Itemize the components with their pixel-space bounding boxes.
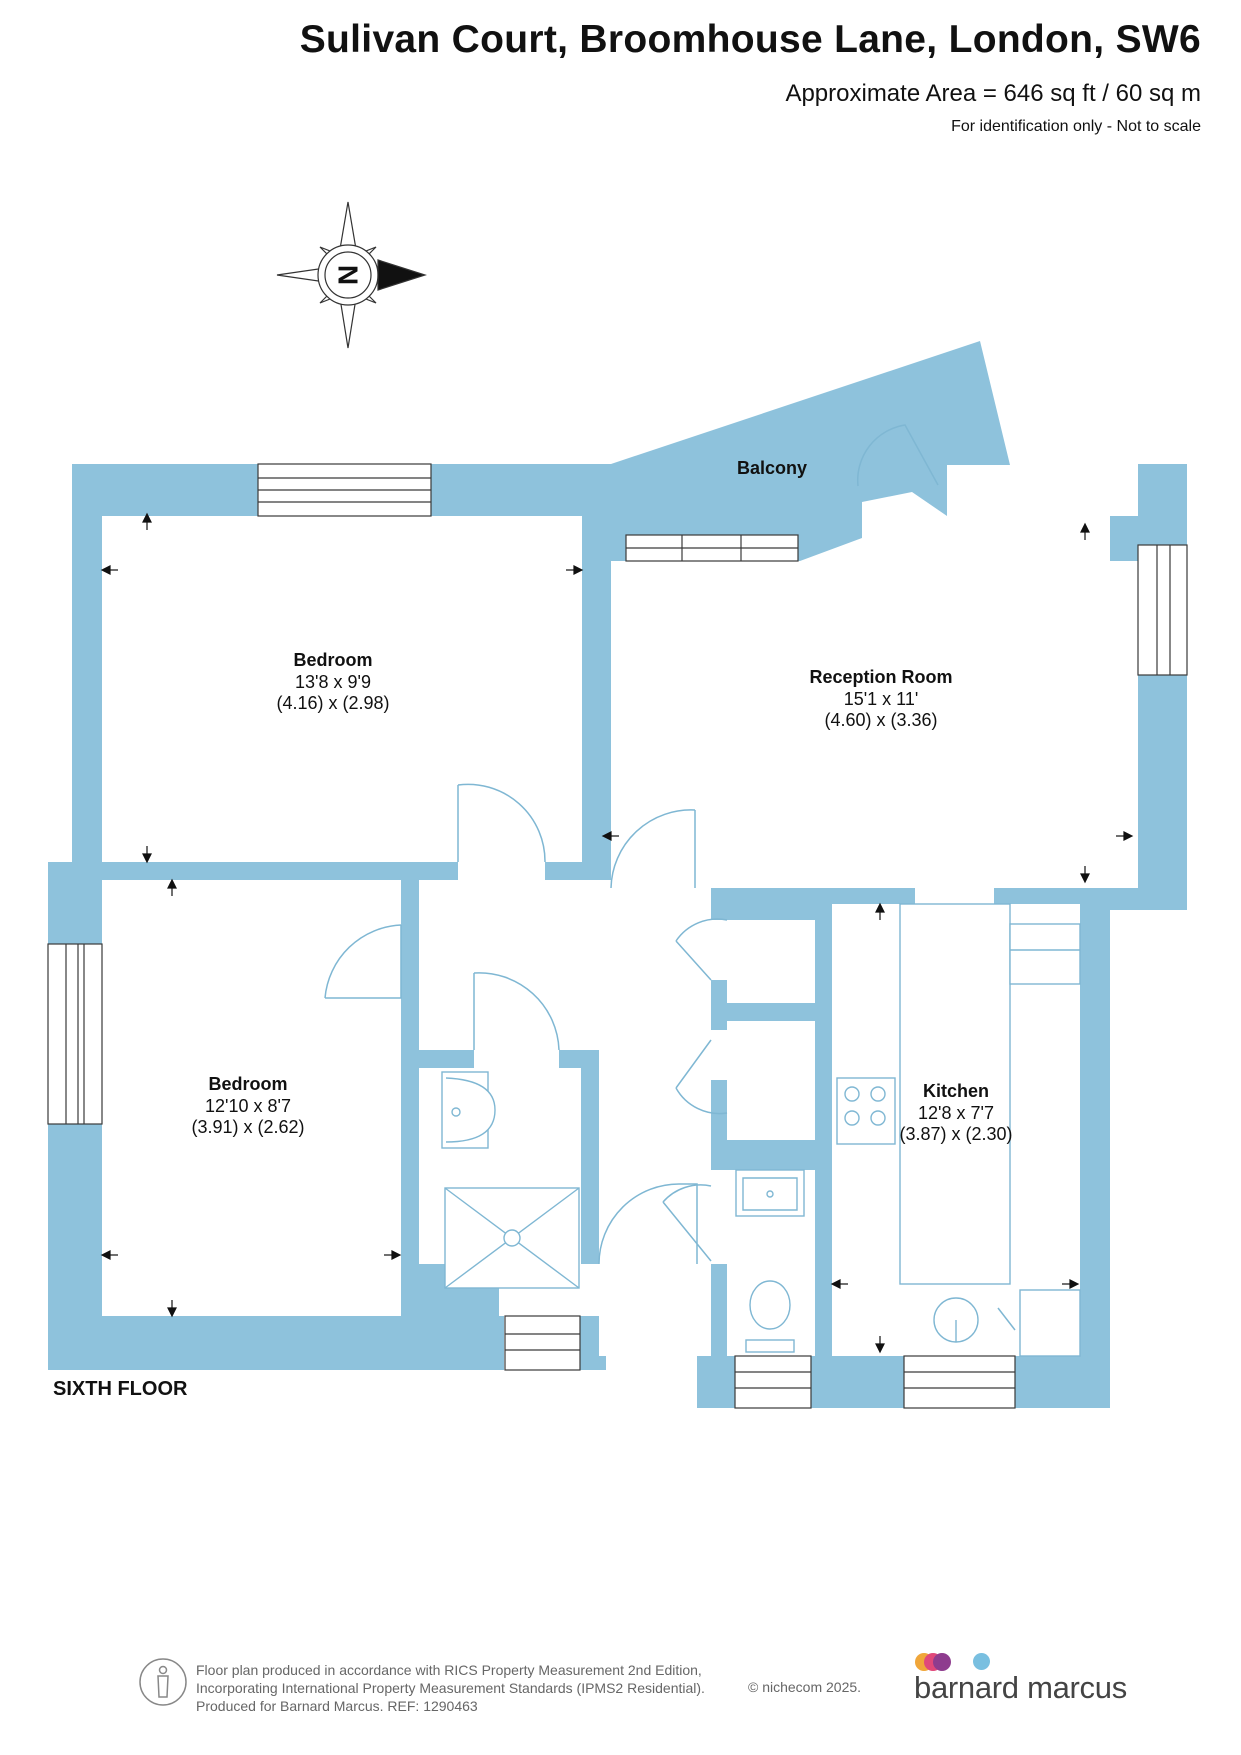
reception-imperial: 15'1 x 11' <box>844 689 919 709</box>
reception-name: Reception Room <box>809 667 952 687</box>
copyright: © nichecom 2025. <box>748 1679 862 1695</box>
brand-dot <box>933 1653 951 1671</box>
bedroom2-name: Bedroom <box>208 1074 287 1094</box>
approximate-area: Approximate Area = 646 sq ft / 60 sq m <box>785 80 1201 107</box>
scale-note: For identification only - Not to scale <box>951 118 1201 135</box>
compass-icon: N <box>276 201 427 349</box>
person-icon <box>139 1658 187 1706</box>
compass-north-label: N <box>333 265 364 285</box>
rics-statement: Floor plan produced in accordance with R… <box>196 1661 705 1715</box>
bedroom1-metric: (4.16) x (2.98) <box>276 693 389 713</box>
property-address: Sulivan Court, Broomhouse Lane, London, … <box>299 18 1201 61</box>
doors <box>324 424 1016 1331</box>
kitchen-name: Kitchen <box>923 1081 989 1101</box>
room-labels: Bedroom 13'8 x 9'9 (4.16) x (2.98) Bedro… <box>191 458 1012 1144</box>
dimension-arrows <box>100 512 1134 1354</box>
footer-line-2: Incorporating International Property Mea… <box>196 1680 705 1696</box>
kitchen-metric: (3.87) x (2.30) <box>899 1124 1012 1144</box>
reception-metric: (4.60) x (3.36) <box>824 710 937 730</box>
footer-line-1: Floor plan produced in accordance with R… <box>196 1662 702 1678</box>
brand-dot <box>973 1653 990 1670</box>
bedroom2-imperial: 12'10 x 8'7 <box>205 1096 291 1116</box>
brand-name: barnard marcus <box>914 1670 1127 1705</box>
fixtures <box>441 903 1081 1357</box>
balcony-name: Balcony <box>737 458 807 478</box>
windows <box>47 463 1188 1409</box>
kitchen-imperial: 12'8 x 7'7 <box>918 1103 994 1123</box>
bedroom1-name: Bedroom <box>293 650 372 670</box>
brand-logo-dots <box>915 1653 995 1671</box>
bedroom2-metric: (3.91) x (2.62) <box>191 1117 304 1137</box>
bedroom1-imperial: 13'8 x 9'9 <box>295 672 371 692</box>
floor-label: SIXTH FLOOR <box>53 1378 188 1400</box>
footer-line-3: Produced for Barnard Marcus. REF: 129046… <box>196 1698 478 1714</box>
